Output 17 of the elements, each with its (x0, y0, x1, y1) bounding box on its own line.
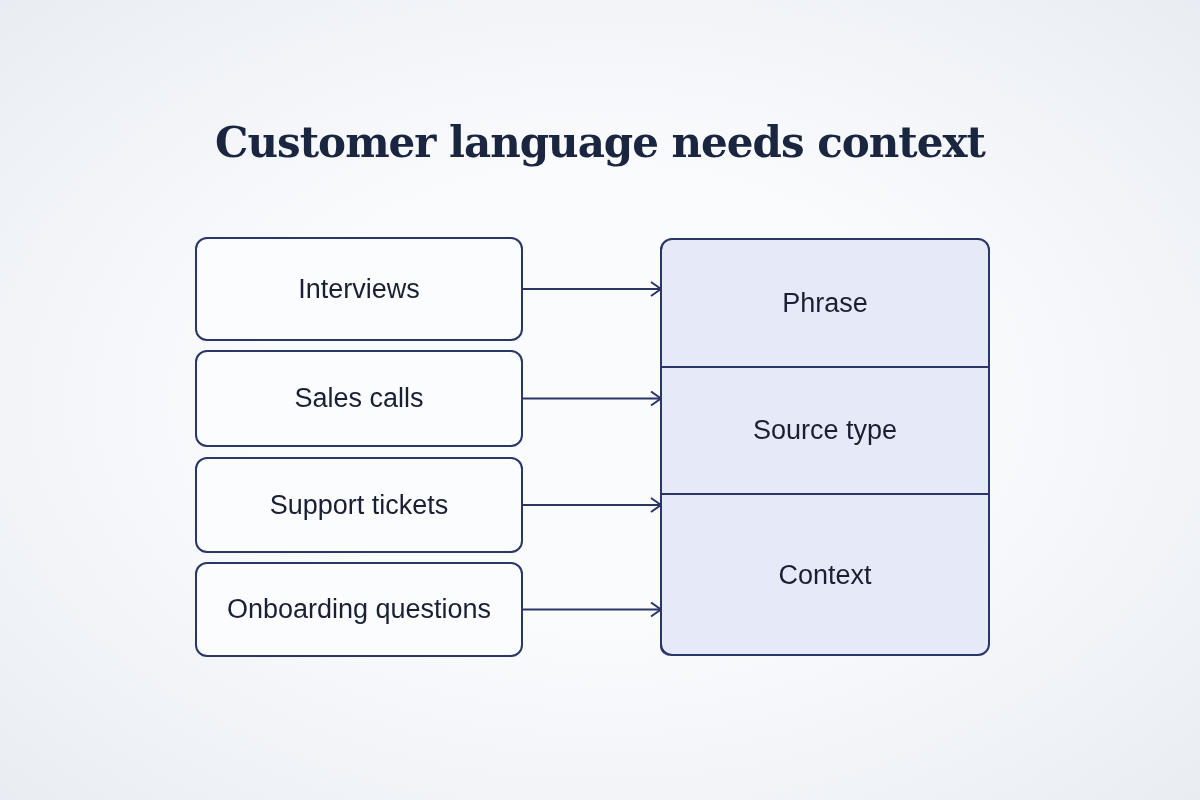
process-box (195, 457, 523, 553)
table-box (660, 238, 990, 656)
arrow (522, 601, 662, 618)
process-box (195, 237, 523, 341)
arrow (522, 390, 662, 407)
arrow (522, 281, 662, 297)
node-label: Interviews (298, 273, 420, 305)
process-box (195, 350, 523, 447)
node-label: Support tickets (269, 489, 449, 521)
process-box (195, 562, 523, 657)
node-label: Phrase (782, 287, 868, 319)
node-label: Sales calls (294, 383, 424, 414)
node-label: Source type (752, 415, 898, 446)
node-label: Onboarding questions (226, 594, 492, 625)
arrow (522, 497, 662, 513)
title: Customer language needs context (215, 118, 985, 167)
node-label: Context (778, 560, 872, 591)
